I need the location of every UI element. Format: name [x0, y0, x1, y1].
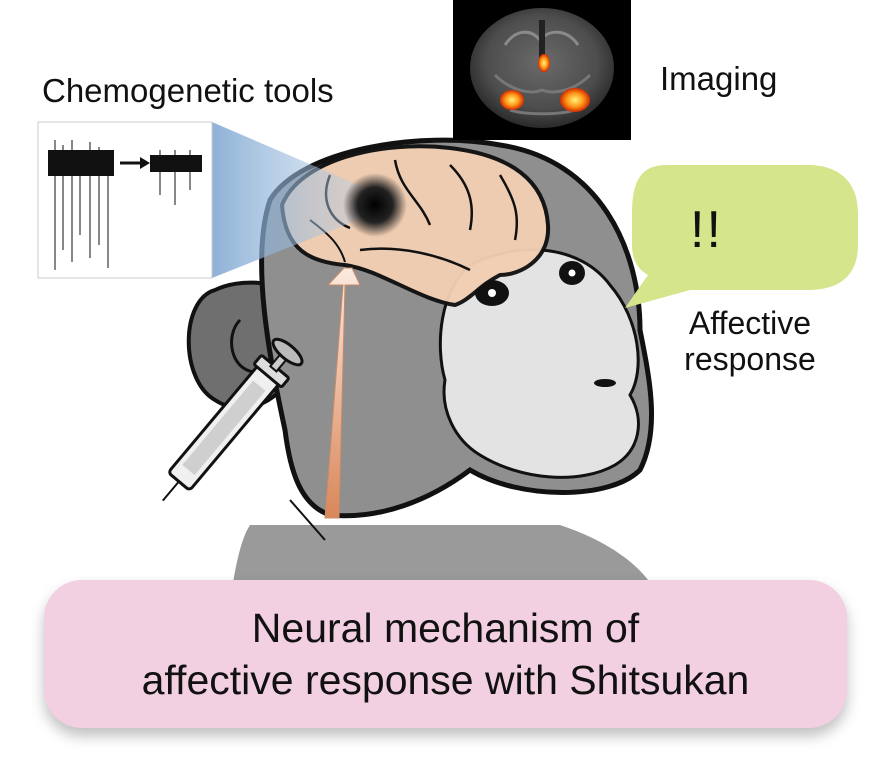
targeted-brain-region — [343, 173, 407, 237]
imaging-label: Imaging — [660, 60, 778, 97]
banner-line2: affective response with Shitsukan — [141, 657, 750, 703]
affective-response-label: Affective response — [655, 305, 845, 377]
syringe-icon — [162, 337, 304, 502]
brain-scan-icon — [453, 0, 631, 140]
arrow-tail-line — [289, 499, 326, 541]
summary-banner: Neural mechanism of affective response w… — [44, 580, 847, 728]
monkey-nostril — [594, 379, 616, 387]
exclamation-text: !! — [690, 201, 723, 259]
affective-label-line1: Affective — [688, 305, 812, 341]
chemogenetic-tools-label: Chemogenetic tools — [42, 72, 334, 109]
banner-line1: Neural mechanism of — [251, 605, 640, 651]
monkey-face — [438, 248, 640, 479]
signal-arrow — [324, 267, 361, 519]
banner-text: Neural mechanism of affective response w… — [66, 602, 826, 706]
neural-spike-trace-icon — [37, 121, 213, 279]
speech-bubble-icon — [625, 165, 858, 308]
affective-label-line2: response — [684, 341, 816, 377]
projection-cone — [212, 122, 370, 278]
